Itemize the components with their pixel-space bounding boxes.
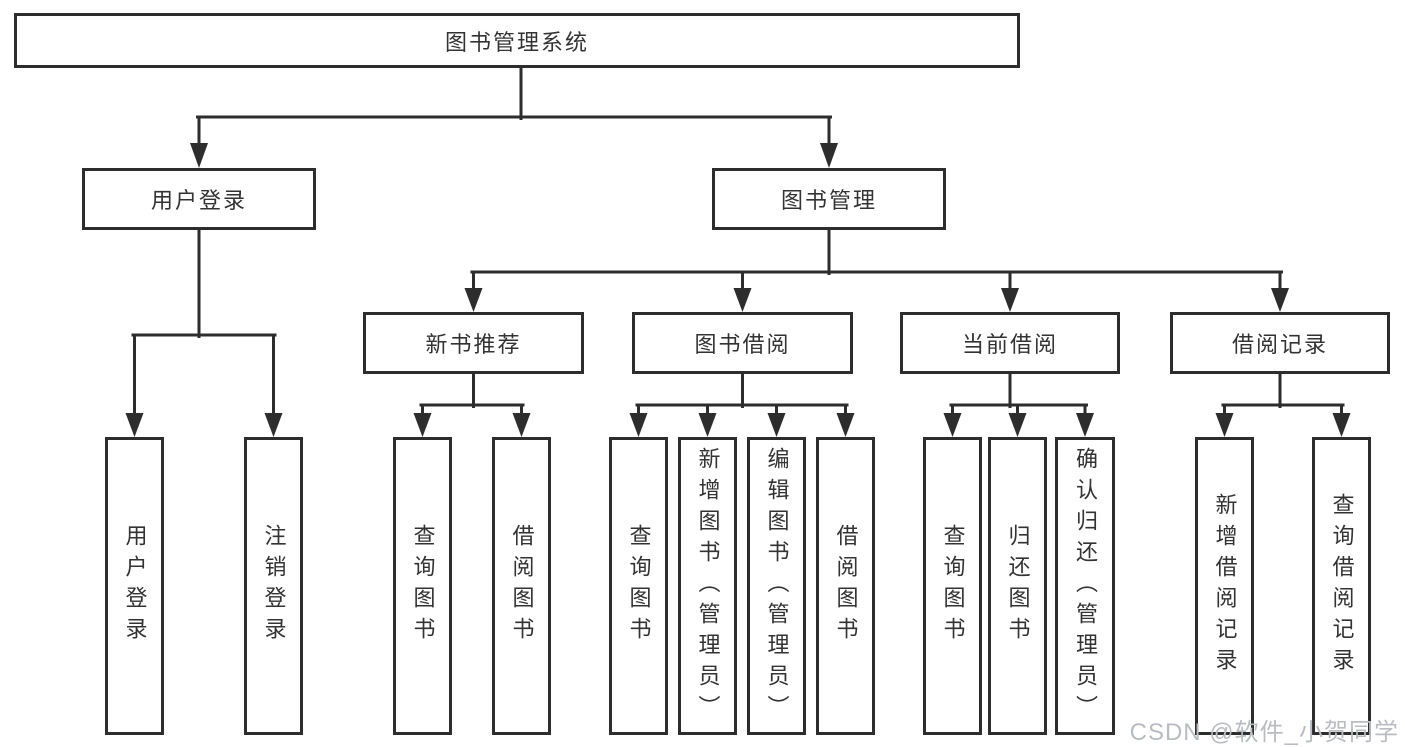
node-book-borrow: 图书借阅 [632,312,853,374]
watermark: CSDN @软件_小贺同学 [1129,719,1399,746]
connector-borrow-record-to-leaves [1215,371,1351,437]
node-book-management: 图书管理 [712,168,946,230]
leaf-label: 新增图书（管理员） [695,446,721,726]
node-leaf-query-borrow-record: 查询借阅记录 [1312,437,1371,735]
node-user-login: 用户登录 [82,168,316,230]
connector-new-book-to-leaves [413,371,531,437]
leaf-label: 借阅图书 [509,524,535,648]
leaf-label: 注销登录 [261,524,287,648]
leaf-label: 查询图书 [626,524,652,648]
node-leaf-query-book-borrow: 查询图书 [609,437,668,735]
node-borrow-record: 借阅记录 [1170,312,1390,374]
node-leaf-query-book-current: 查询图书 [923,437,982,735]
leaf-label: 用户登录 [122,524,148,648]
connector-current-borrow-to-leaves [943,371,1094,437]
node-leaf-add-book-admin: 新增图书（管理员） [678,437,737,735]
node-leaf-confirm-return-admin: 确认归还（管理员） [1055,437,1115,735]
node-current-borrow: 当前借阅 [900,312,1120,374]
connector-book-management-to-level3 [464,227,1289,312]
node-leaf-add-borrow-record: 新增借阅记录 [1195,437,1254,735]
node-leaf-borrow-book: 借阅图书 [816,437,875,735]
node-leaf-user-login: 用户登录 [105,437,164,735]
connector-root-to-level2 [190,64,838,168]
node-library-management-system: 图书管理系统 [14,13,1020,68]
leaf-label: 查询图书 [940,524,966,648]
leaf-label: 借阅图书 [833,524,859,648]
connector-book-borrow-to-leaves [629,371,855,437]
node-leaf-return-book: 归还图书 [988,437,1047,735]
leaf-label: 归还图书 [1005,524,1031,648]
node-new-book-recommend: 新书推荐 [363,312,584,374]
node-leaf-logout: 注销登录 [244,437,303,735]
leaf-label: 新增借阅记录 [1212,493,1238,679]
connector-user-login-to-leaves [125,227,283,437]
node-leaf-query-book-recommend: 查询图书 [393,437,452,735]
leaf-label: 查询借阅记录 [1329,493,1355,679]
leaf-label: 编辑图书（管理员） [764,446,790,726]
leaf-label: 确认归还（管理员） [1073,446,1098,726]
node-leaf-edit-book-admin: 编辑图书（管理员） [747,437,806,735]
leaf-label: 查询图书 [410,524,436,648]
node-leaf-borrow-book-recommend: 借阅图书 [492,437,551,735]
